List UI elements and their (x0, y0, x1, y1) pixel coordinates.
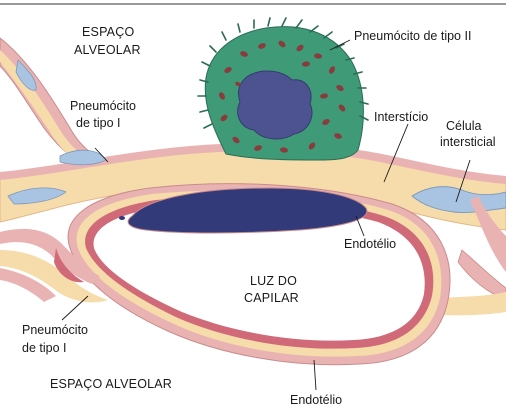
label-interstitium: Interstício (374, 110, 428, 124)
label-type1-pneumocyte-bottom-2: de tipo I (22, 341, 66, 355)
label-type2-pneumocyte: Pneumócito de tipo II (354, 29, 471, 43)
label-alveolar-space-bottom: ESPAÇO ALVEOLAR (50, 377, 172, 391)
label-capillary-lumen-1: LUZ DO (250, 274, 297, 288)
type2-pneumocyte (198, 18, 368, 160)
label-endothelium-bottom: Endotélio (290, 393, 342, 407)
label-type1-pneumocyte-bottom-1: Pneumócito (22, 323, 88, 337)
label-endothelium-middle: Endotélio (344, 237, 396, 251)
label-capillary-lumen-2: CAPILAR (244, 291, 299, 305)
label-type1-pneumocyte-top-2: de tipo I (76, 116, 120, 130)
label-type1-pneumocyte-top-1: Pneumócito (70, 99, 136, 113)
label-alveolar-space-top-2: ALVEOLAR (74, 43, 141, 57)
label-interstitial-cell-1: Célula (446, 119, 481, 133)
label-alveolar-space-top-1: ESPAÇO (82, 25, 134, 39)
label-interstitial-cell-2: intersticial (440, 135, 496, 149)
